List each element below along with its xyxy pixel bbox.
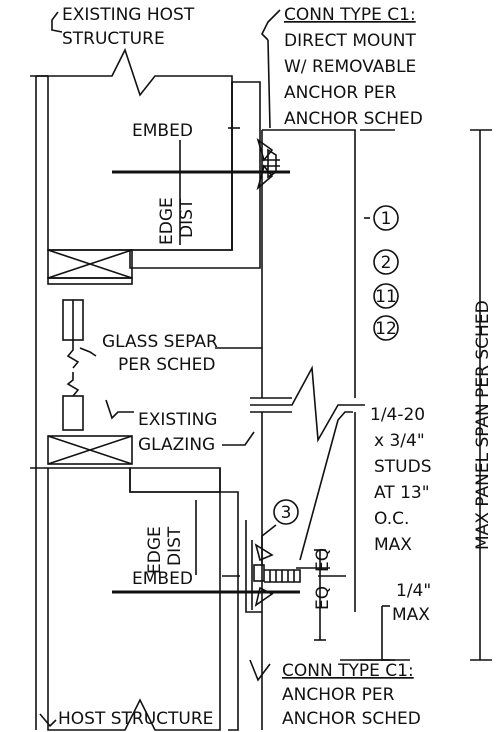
quarter-max-label-2: MAX xyxy=(392,605,430,625)
max-panel-span-label: MAX PANEL SPAN PER SCHED xyxy=(473,300,493,550)
studs-label-5: O.C. xyxy=(374,509,409,529)
conn-type-top-line4: ANCHOR PER xyxy=(284,83,397,103)
callout-2 xyxy=(373,249,399,275)
edge-dist-top-2: DIST xyxy=(177,198,197,238)
conn-type-top-line2: DIRECT MOUNT xyxy=(284,31,417,51)
studs-label-3: STUDS xyxy=(374,457,432,477)
bottom-anchor xyxy=(112,520,330,613)
conn-type-top-line5: ANCHOR SCHED xyxy=(284,109,423,129)
upper-window-frame xyxy=(47,249,133,285)
callout-group: 1 2 11 12 3 xyxy=(273,205,399,525)
conn-type-bottom-line3: ANCHOR SCHED xyxy=(282,709,421,729)
quarter-max-label-1: 1/4" xyxy=(396,581,431,601)
glass-separ-label-1: GLASS SEPAR xyxy=(102,332,218,352)
upper-host-structure xyxy=(36,47,261,269)
glass-separator xyxy=(62,299,84,431)
studs-label-1: 1/4-20 xyxy=(370,405,425,425)
edge-dist-bottom-2: DIST xyxy=(165,526,185,566)
leader-lines xyxy=(39,9,370,728)
existing-glazing-label-2: GLAZING xyxy=(138,435,215,455)
conn-type-top-line3: W/ REMOVABLE xyxy=(284,57,416,77)
text-labels: EXISTING HOST STRUCTURE CONN TYPE C1: DI… xyxy=(58,5,493,729)
callout-2-text: 2 xyxy=(381,253,392,273)
conn-type-bottom-title: CONN TYPE C1: xyxy=(282,661,414,681)
callout-12-text: 12 xyxy=(375,319,397,339)
studs-label-6: MAX xyxy=(374,535,412,555)
callout-1 xyxy=(373,205,399,231)
callout-1-text: 1 xyxy=(381,209,392,229)
eq-dimension xyxy=(314,549,346,641)
callout-11-text: 11 xyxy=(375,287,397,307)
lower-host-structure xyxy=(47,467,239,731)
callout-12 xyxy=(373,315,399,341)
studs-label-4: AT 13" xyxy=(374,483,430,503)
callout-11 xyxy=(373,283,399,309)
quarter-max-dimension xyxy=(340,605,410,661)
edge-dist-bottom-1: EDGE xyxy=(145,526,165,574)
studs-label-2: x 3/4" xyxy=(374,431,425,451)
lower-window-frame xyxy=(47,435,133,465)
callout-3 xyxy=(273,499,299,525)
eq-label-1: EQ xyxy=(313,586,333,610)
edge-dist-leaders xyxy=(179,140,197,575)
left-edge-lines xyxy=(30,75,48,730)
glass-separ-label-2: PER SCHED xyxy=(118,355,215,375)
callout-3-text: 3 xyxy=(281,503,292,523)
existing-host-label-2: STRUCTURE xyxy=(62,29,165,49)
existing-host-label-1: EXISTING HOST xyxy=(62,5,195,25)
storm-panel xyxy=(250,129,365,730)
embed-bottom-label: EMBED xyxy=(132,569,193,589)
embed-top-label: EMBED xyxy=(132,121,193,141)
eq-label-2: EQ xyxy=(313,548,333,572)
existing-glazing-label-1: EXISTING xyxy=(138,410,217,430)
top-wing-nut xyxy=(112,137,290,191)
edge-dist-top-1: EDGE xyxy=(157,197,177,245)
conn-type-bottom-line2: ANCHOR PER xyxy=(282,685,395,705)
conn-type-top-title: CONN TYPE C1: xyxy=(284,5,416,25)
host-structure-label: HOST STRUCTURE xyxy=(58,709,213,729)
